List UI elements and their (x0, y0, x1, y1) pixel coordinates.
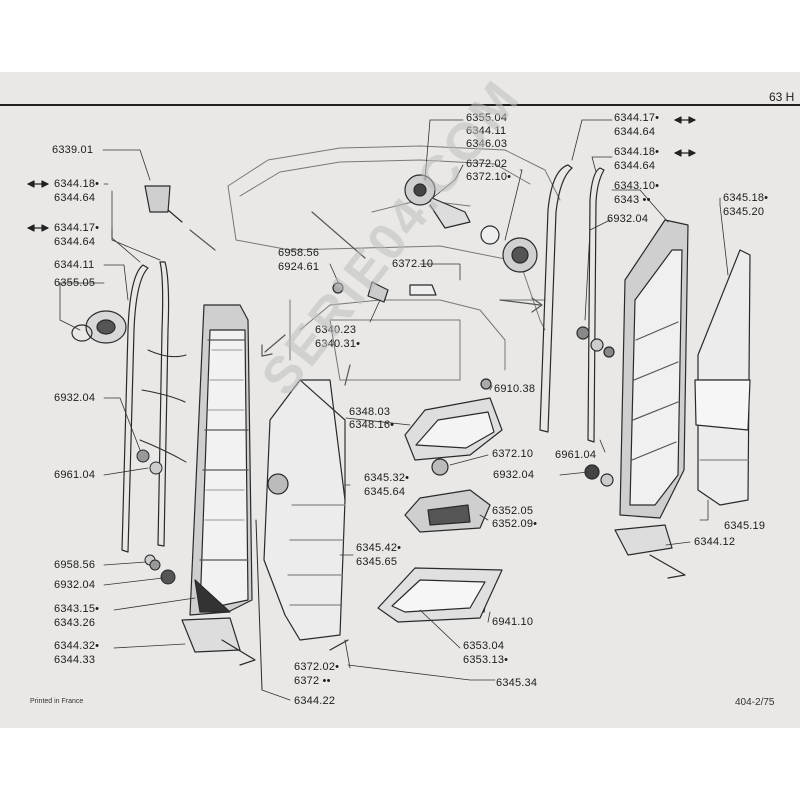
part-label: 6348.03 (349, 406, 391, 418)
part-label: 6353.04 (463, 640, 505, 652)
part-label: 6346.03 (466, 138, 508, 150)
top-center-bulbs (404, 174, 538, 296)
side-arrows (27, 116, 696, 232)
part-label: 6343.15• (54, 603, 100, 615)
part-label: 6372.02• (294, 661, 340, 673)
part-label: 6344.32• (54, 640, 100, 652)
part-label: 6372 •• (294, 675, 331, 687)
part-label: 6345.64 (364, 486, 406, 498)
part-label: 6372.10 (492, 448, 534, 460)
right-outer-lens (694, 249, 751, 506)
part-label: 6344.11 (54, 259, 95, 271)
part-label: 6961.04 (555, 449, 597, 461)
part-label: 6345.19 (724, 520, 766, 532)
part-label: 6352.09• (492, 518, 538, 530)
right-seals (539, 164, 615, 487)
header-rule (0, 104, 800, 106)
part-label: 6352.05 (492, 505, 534, 517)
part-label: 6958.56 (278, 247, 320, 259)
part-label: 6372.10• (466, 171, 512, 183)
part-label: 6355.04 (466, 112, 508, 124)
plate-lamp-assembly (377, 397, 503, 623)
part-label: 6343 •• (614, 194, 651, 206)
part-label: 6344.33 (54, 654, 96, 666)
part-label: 6344.64 (54, 192, 96, 204)
car-body-outline (227, 145, 561, 381)
part-label: 6348.16• (349, 419, 395, 431)
part-label: 6345.42• (356, 542, 402, 554)
plate-number: 404-2/75 (735, 697, 775, 708)
part-label: 6340.23 (315, 324, 357, 336)
part-label: 6344.64 (54, 236, 96, 248)
part-label: 6344.22 (294, 695, 336, 707)
part-label: 6344.17• (614, 112, 660, 124)
part-label: 6344.64 (614, 160, 656, 172)
left-grommet (71, 310, 127, 344)
part-label: 6355.05 (54, 277, 96, 289)
left-seals (121, 261, 170, 553)
left-tail-light (181, 304, 256, 666)
part-label: 6353.13• (463, 654, 509, 666)
part-label: 6340.31• (315, 338, 361, 350)
part-label: 6345.20 (723, 206, 765, 218)
part-label: 6343.26 (54, 617, 96, 629)
part-label: 6344.11 (466, 125, 507, 137)
part-label: 6345.32• (364, 472, 410, 484)
page-number: 63 H (769, 90, 795, 104)
left-wiring (136, 349, 187, 585)
part-label: 6932.04 (54, 392, 96, 404)
part-label: 6344.64 (614, 126, 656, 138)
part-label: 6910.38 (494, 383, 536, 395)
part-label: 6372.10 (392, 258, 434, 270)
part-label: 6345.34 (496, 677, 538, 689)
right-tail-light (614, 219, 689, 579)
leader-lines (59, 119, 729, 701)
center-left-lens (255, 379, 346, 691)
part-label: 6344.18• (54, 178, 100, 190)
part-label: 6932.04 (493, 469, 535, 481)
part-label: 6339.01 (52, 144, 94, 156)
part-label: 6345.18• (723, 192, 769, 204)
part-label: 6958.56 (54, 559, 96, 571)
part-label: 6941.10 (492, 616, 534, 628)
part-label: 6932.04 (607, 213, 649, 225)
part-label: 6343.10• (614, 180, 660, 192)
part-label: 6344.17• (54, 222, 100, 234)
part-label: 6344.18• (614, 146, 660, 158)
printed-note: Printed in France (30, 698, 84, 705)
part-label: 6372.02 (466, 158, 508, 170)
part-label: 6344.12 (694, 536, 736, 548)
part-label: 6961.04 (54, 469, 96, 481)
part-label: 6924.61 (278, 261, 320, 273)
part-label: 6345.65 (356, 556, 398, 568)
assembly-arrows (189, 211, 543, 386)
part-label: 6932.04 (54, 579, 96, 591)
